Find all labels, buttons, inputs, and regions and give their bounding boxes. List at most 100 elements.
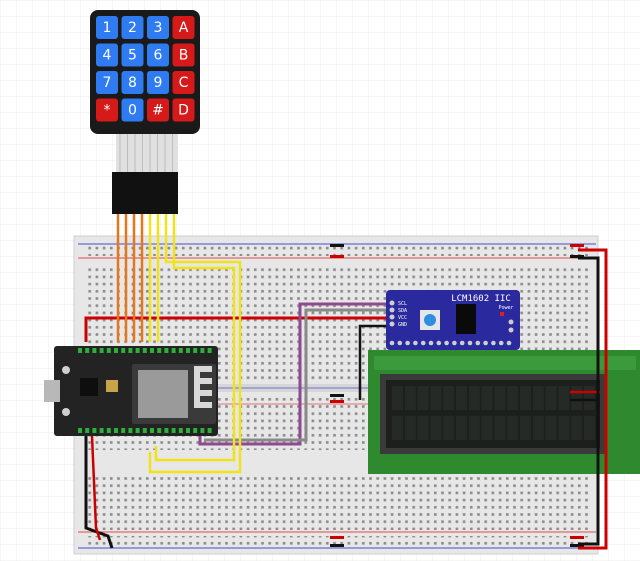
header-pin bbox=[178, 428, 183, 433]
lcd-cell bbox=[558, 386, 570, 410]
header-pin bbox=[428, 340, 434, 346]
lcd-cell bbox=[545, 416, 557, 440]
keypad-key-face[interactable] bbox=[147, 98, 169, 122]
i2c-title: LCM1602 IIC bbox=[451, 294, 511, 304]
header-pin bbox=[413, 340, 418, 346]
i2c-board bbox=[386, 290, 520, 350]
keypad-key[interactable]: C bbox=[172, 71, 195, 94]
header-pin bbox=[164, 348, 169, 353]
keypad-key-face[interactable] bbox=[96, 43, 118, 67]
terminal-holes-lower bbox=[84, 474, 592, 530]
usb-chip bbox=[80, 378, 98, 396]
regulator bbox=[106, 380, 118, 392]
keypad-key[interactable]: 2 bbox=[121, 16, 144, 39]
header-pin bbox=[171, 348, 176, 353]
keypad-key-face[interactable] bbox=[147, 16, 169, 39]
jumper-pin bbox=[508, 319, 514, 325]
header-pin bbox=[405, 340, 410, 346]
reset-button[interactable] bbox=[62, 408, 70, 416]
header-pin bbox=[114, 428, 118, 433]
rail-jumper-black bbox=[330, 544, 344, 547]
keypad-key-face[interactable] bbox=[172, 16, 195, 39]
rail-jumper-red bbox=[330, 255, 344, 258]
keypad-key-label: * bbox=[104, 103, 111, 119]
keypad-key[interactable]: B bbox=[172, 43, 195, 67]
rail-jumper-red bbox=[570, 244, 584, 247]
header-pin bbox=[99, 428, 104, 433]
wires bbox=[84, 214, 608, 550]
boot-button[interactable] bbox=[62, 366, 70, 374]
keypad-key-face[interactable] bbox=[121, 98, 144, 122]
lcd-1602-display bbox=[368, 350, 640, 474]
keypad-key[interactable]: 8 bbox=[121, 71, 144, 94]
keypad-key-face[interactable] bbox=[172, 43, 195, 67]
lcd-cell bbox=[507, 386, 519, 410]
potentiometer-knob[interactable] bbox=[424, 314, 436, 326]
header-pin bbox=[459, 340, 465, 346]
keypad-key[interactable]: 1 bbox=[96, 16, 118, 39]
keypad-key-label: D bbox=[178, 103, 189, 119]
keypad-key-face[interactable] bbox=[96, 16, 118, 39]
header-pin bbox=[92, 348, 97, 353]
header-pin bbox=[483, 340, 488, 346]
header-pin bbox=[85, 428, 90, 433]
lcd-cell bbox=[392, 386, 403, 410]
power-led bbox=[500, 312, 504, 316]
keypad-key-label: A bbox=[179, 20, 189, 36]
keypad-key-label: C bbox=[179, 75, 189, 91]
keypad-key-face[interactable] bbox=[121, 71, 144, 94]
keypad-key-face[interactable] bbox=[96, 71, 118, 94]
keypad-ribbon bbox=[112, 134, 178, 214]
keypad-key[interactable]: 3 bbox=[147, 16, 169, 39]
keypad-key[interactable]: 7 bbox=[96, 71, 118, 94]
header-pin bbox=[389, 307, 395, 313]
keypad-key-face[interactable] bbox=[121, 43, 144, 67]
ribbon-lines bbox=[119, 134, 173, 174]
lcd-cell bbox=[417, 386, 429, 410]
keypad-key-face[interactable] bbox=[172, 98, 195, 122]
header-pin bbox=[467, 340, 473, 346]
keypad-key-face[interactable] bbox=[147, 71, 169, 94]
header-pin bbox=[157, 428, 162, 433]
keypad-key-label: 8 bbox=[128, 75, 137, 91]
lcd-cell bbox=[456, 416, 467, 440]
keypad-key-face[interactable] bbox=[147, 43, 169, 67]
header-pin bbox=[389, 314, 395, 320]
pin-label-scl: SCL bbox=[398, 301, 407, 307]
keypad-key-face[interactable] bbox=[96, 98, 118, 122]
header-pin bbox=[106, 348, 111, 353]
header-pin bbox=[78, 348, 82, 353]
header-pin bbox=[389, 340, 395, 346]
keypad-key[interactable]: * bbox=[96, 98, 118, 122]
header-pin bbox=[121, 428, 126, 433]
header-pin bbox=[78, 428, 82, 433]
rail-jumper-red bbox=[570, 536, 584, 539]
header-pin bbox=[121, 348, 126, 353]
header-pin bbox=[164, 428, 169, 433]
rail-jumper-black bbox=[570, 255, 584, 258]
header-pin bbox=[389, 321, 395, 327]
header-pin bbox=[193, 348, 198, 353]
keypad-key[interactable]: 6 bbox=[147, 43, 169, 67]
power-label: Power bbox=[498, 305, 513, 311]
keypad-key[interactable]: # bbox=[147, 98, 169, 122]
header-pin bbox=[207, 428, 212, 433]
keypad-key[interactable]: 9 bbox=[147, 71, 169, 94]
keypad-key[interactable]: A bbox=[172, 16, 195, 39]
header-pin bbox=[171, 428, 176, 433]
pin-label-vcc: VCC bbox=[398, 315, 407, 321]
lcd-cell bbox=[443, 386, 455, 410]
keypad-key[interactable]: 4 bbox=[96, 43, 118, 67]
lcd-cell bbox=[584, 416, 595, 440]
keypad-key-face[interactable] bbox=[121, 16, 144, 39]
lcd-cell bbox=[571, 386, 583, 410]
keypad-key[interactable]: D bbox=[172, 98, 195, 122]
keypad-key-face[interactable] bbox=[172, 71, 195, 94]
keypad-key-label: 6 bbox=[154, 48, 163, 64]
keypad-key[interactable]: 0 bbox=[121, 98, 144, 122]
lcd-cell bbox=[430, 416, 442, 440]
header-pin bbox=[436, 340, 442, 346]
keypad-key[interactable]: 5 bbox=[121, 43, 144, 67]
